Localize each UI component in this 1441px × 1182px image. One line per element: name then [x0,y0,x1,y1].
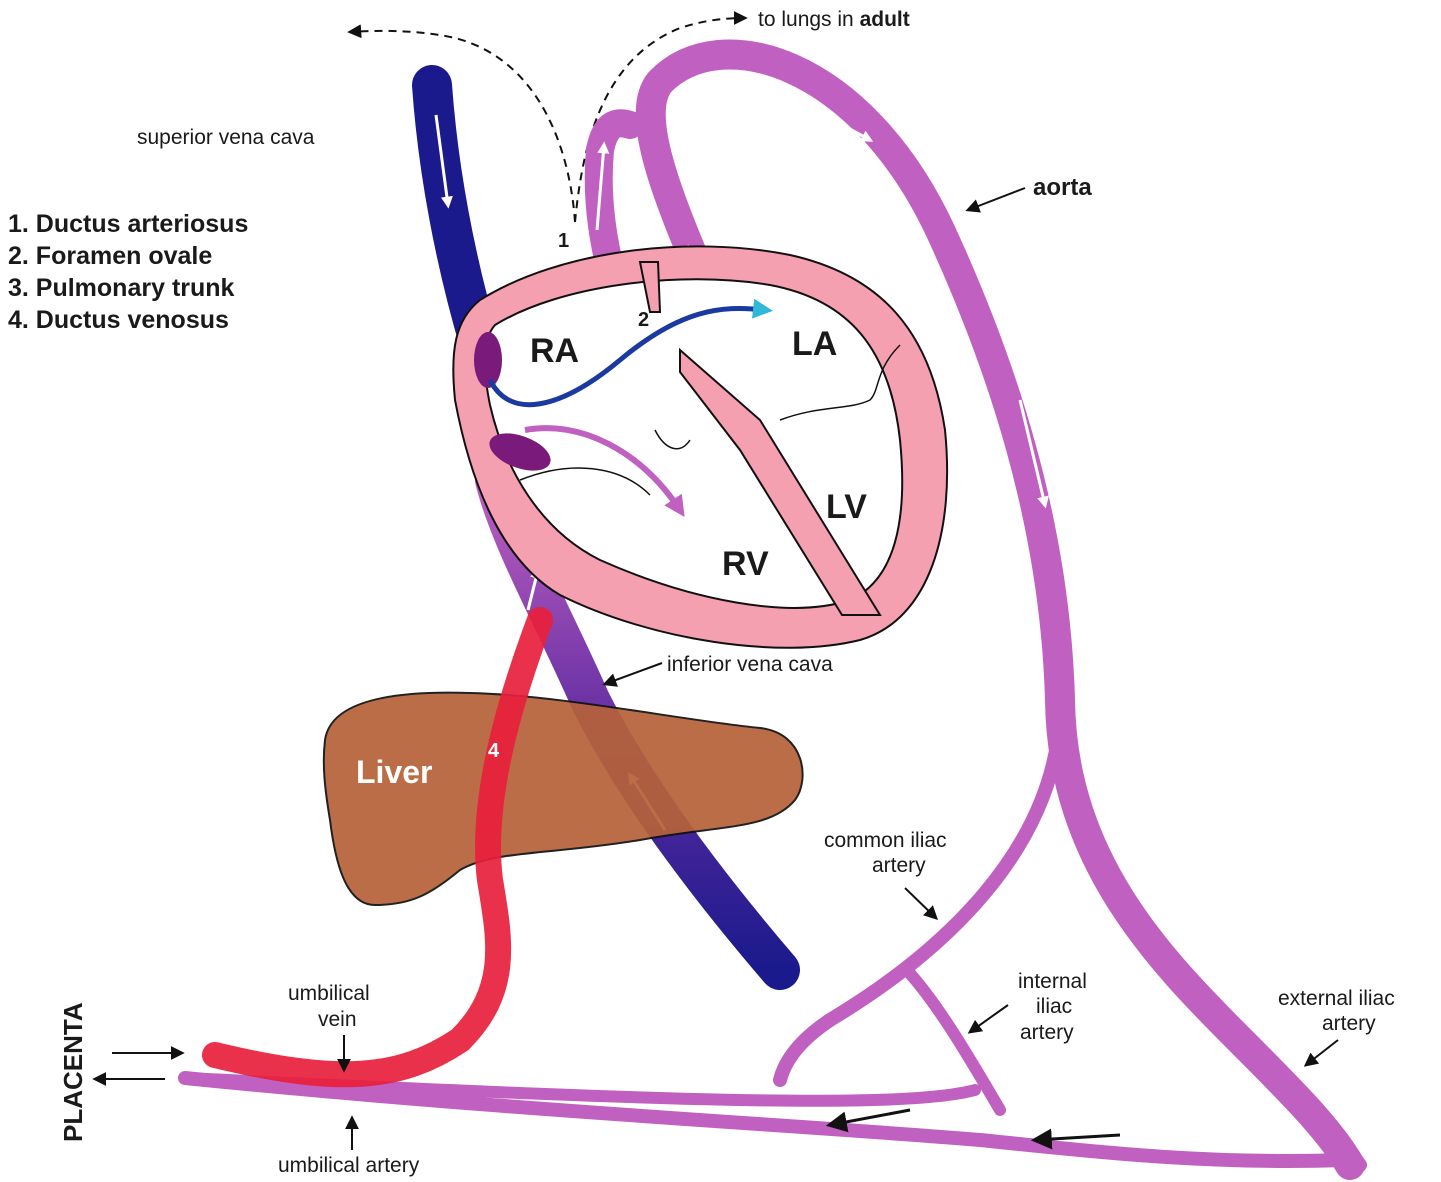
common-iliac-label-line2: artery [872,854,926,877]
placenta-label: PLACENTA [58,1002,88,1142]
umbilical-vein-label-line1: umbilical [288,982,370,1005]
chamber-la-label: LA [792,325,837,363]
umbilical-artery-label: umbilical artery [278,1154,420,1177]
liver-label: Liver [356,754,432,790]
legend: 1. Ductus arteriosus 2. Foramen ovale 3.… [8,210,248,334]
external-iliac-label-line2: artery [1322,1012,1376,1035]
internal-iliac-label-line3: artery [1020,1021,1074,1044]
umbilical-vein-label-line2: vein [318,1008,357,1031]
legend-item-3: 3. Pulmonary trunk [8,274,235,302]
external-iliac-pointer [1306,1040,1338,1065]
iliac-flow-arrow-2 [1035,1135,1120,1140]
internal-iliac-label-line1: internal [1018,970,1087,993]
svc-opening [474,332,502,388]
legend-item-1: 1. Ductus arteriosus [8,210,248,238]
aorta-pointer [968,188,1025,210]
chamber-ra-label: RA [530,332,579,370]
common-iliac-pointer [905,888,936,918]
ivc-pointer [605,663,662,684]
marker-3: 3 [660,403,671,425]
internal-iliac-label-line2: iliac [1036,995,1072,1018]
aorta-label: aorta [1033,174,1092,201]
legend-item-4: 4. Ductus venosus [8,306,229,334]
marker-2: 2 [638,309,649,331]
common-iliac-artery-vessel [780,720,1060,1080]
marker-4: 4 [488,740,500,762]
external-iliac-artery-vessel [1245,1035,1360,1165]
internal-iliac-pointer [970,1005,1008,1032]
marker-1: 1 [558,230,569,252]
chamber-rv-label: RV [722,545,769,583]
external-iliac-label-line1: external iliac [1278,987,1395,1010]
legend-item-2: 2. Foramen ovale [8,242,212,270]
common-iliac-label-line1: common iliac [824,829,947,852]
chamber-lv-label: LV [826,488,867,526]
inferior-vena-cava-label: inferior vena cava [667,653,833,676]
superior-vena-cava-label: superior vena cava [137,126,315,149]
liver-organ [324,693,803,905]
iliac-flow-arrow-1 [830,1110,910,1125]
to-lungs-label: to lungs in adult [758,8,910,31]
